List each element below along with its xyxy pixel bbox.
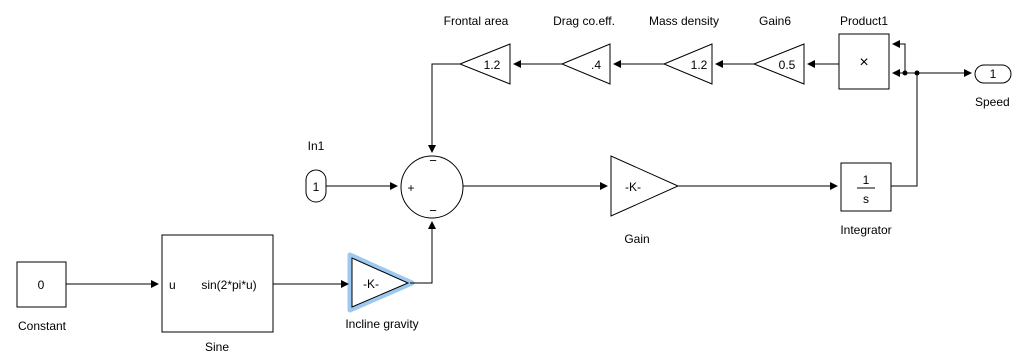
drag-coeff-value: .4 <box>591 58 601 72</box>
gain-value: -K- <box>625 180 641 194</box>
gain6-block[interactable]: 0.5 <box>752 43 805 85</box>
incline-gravity-block[interactable]: -K- <box>347 252 415 313</box>
integrator-numerator: 1 <box>863 173 870 187</box>
product1-block[interactable]: × <box>838 33 890 90</box>
selection-highlight <box>347 252 415 313</box>
mass-density-label: Mass density <box>649 14 719 28</box>
frontal-area-block[interactable]: 1.2 <box>458 43 511 85</box>
sum-sign-bottom: − <box>429 203 437 218</box>
signal-incline-to-sum[interactable] <box>410 221 436 284</box>
speed-label: Speed <box>975 95 1010 109</box>
drag-coeff-block[interactable]: .4 <box>560 43 611 85</box>
sum-block[interactable]: − + − <box>400 153 464 219</box>
branch-point <box>914 70 920 76</box>
integrator-denominator: s <box>863 192 869 206</box>
product1-label: Product1 <box>840 14 888 28</box>
incline-gravity-value: -K- <box>363 277 379 291</box>
sine-label: Sine <box>205 340 229 353</box>
gain-label: Gain <box>624 232 649 246</box>
in1-port-number: 1 <box>313 180 320 194</box>
gain6-label: Gain6 <box>759 14 791 28</box>
signal-frontal-to-sum[interactable] <box>428 63 460 153</box>
product1-symbol: × <box>859 54 868 71</box>
sine-input-port: u <box>169 278 176 292</box>
integrator-label: Integrator <box>840 223 891 237</box>
signal-integrator-output[interactable] <box>891 73 918 187</box>
signal-to-product-input-1[interactable] <box>892 40 906 73</box>
constant-value: 0 <box>38 278 45 292</box>
incline-gravity-label: Incline gravity <box>345 317 418 331</box>
frontal-area-value: 1.2 <box>484 58 501 72</box>
gain6-value: 0.5 <box>779 58 796 72</box>
in1-label: In1 <box>308 139 325 153</box>
frontal-area-label: Frontal area <box>444 14 509 28</box>
sum-sign-top: − <box>429 153 437 168</box>
sum-sign-left: + <box>407 181 414 195</box>
speed-port-number: 1 <box>990 67 997 81</box>
mass-density-value: 1.2 <box>691 58 708 72</box>
integrator-block[interactable]: 1 s <box>840 162 892 212</box>
speed-outport[interactable]: 1 <box>974 64 1012 84</box>
constant-label: Constant <box>18 319 67 333</box>
in1-inport[interactable]: 1 <box>305 169 327 203</box>
constant-block[interactable]: 0 <box>16 261 67 308</box>
sine-expression: sin(2*pi*u) <box>201 278 256 292</box>
mass-density-block[interactable]: 1.2 <box>662 43 713 85</box>
drag-coeff-label: Drag co.eff. <box>553 14 615 28</box>
branch-point <box>902 70 908 76</box>
gain-block[interactable]: -K- <box>610 155 680 217</box>
sine-block[interactable]: u sin(2*pi*u) <box>161 234 274 333</box>
